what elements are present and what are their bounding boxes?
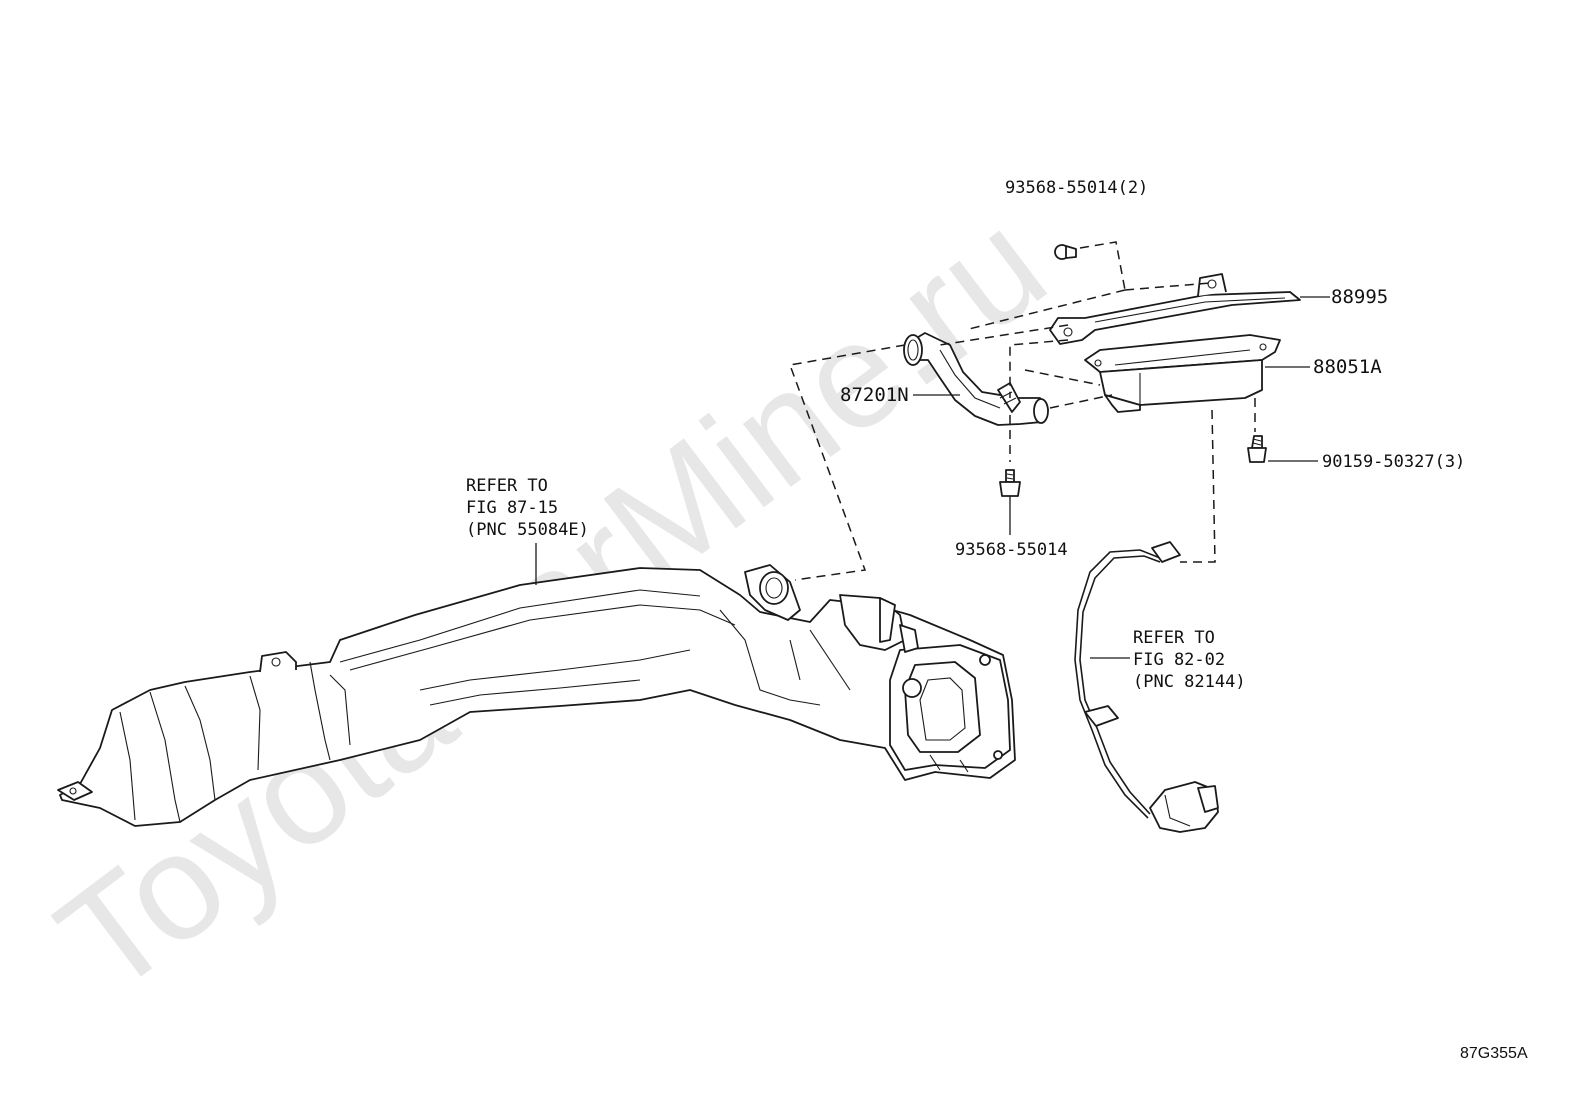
callout-93568-55014-top: 93568-55014(2) (1005, 178, 1148, 198)
nut-93568-55014-bottom[interactable] (999, 469, 1021, 497)
callout-90159-50327: 90159-50327(3) (1322, 452, 1465, 472)
callout-88995: 88995 (1331, 286, 1388, 308)
refer-label-sensor: REFER TO FIG 82-02 (PNC 82144) (1133, 628, 1246, 692)
bracket-88995[interactable] (1049, 273, 1301, 345)
callout-88051a: 88051A (1313, 356, 1382, 378)
hose-87201n[interactable] (903, 332, 1049, 426)
refer-sensor-line3: (PNC 82144) (1133, 672, 1246, 692)
callout-87201n: 87201N (840, 384, 909, 406)
air-duct-assembly[interactable] (57, 564, 1016, 827)
refer-duct-line1: REFER TO (466, 476, 548, 496)
nut-93568-55014-top[interactable] (1054, 244, 1077, 260)
refer-duct-line2: FIG 87-15 (466, 498, 558, 518)
assembly-lines (788, 241, 1256, 581)
callout-93568-55014-bottom: 93568-55014 (955, 540, 1068, 560)
sensor-wire-assembly[interactable] (1074, 541, 1219, 833)
refer-duct-line3: (PNC 55084E) (466, 520, 589, 540)
amplifier-88051a[interactable] (1084, 334, 1281, 413)
figure-code: 87G355A (1460, 1045, 1528, 1062)
bolt-90159-50327[interactable] (1247, 435, 1267, 463)
refer-sensor-line1: REFER TO (1133, 628, 1215, 648)
refer-sensor-line2: FIG 82-02 (1133, 650, 1225, 670)
refer-label-duct: REFER TO FIG 87-15 (PNC 55084E) (466, 476, 589, 540)
leader-lines (535, 296, 1330, 659)
